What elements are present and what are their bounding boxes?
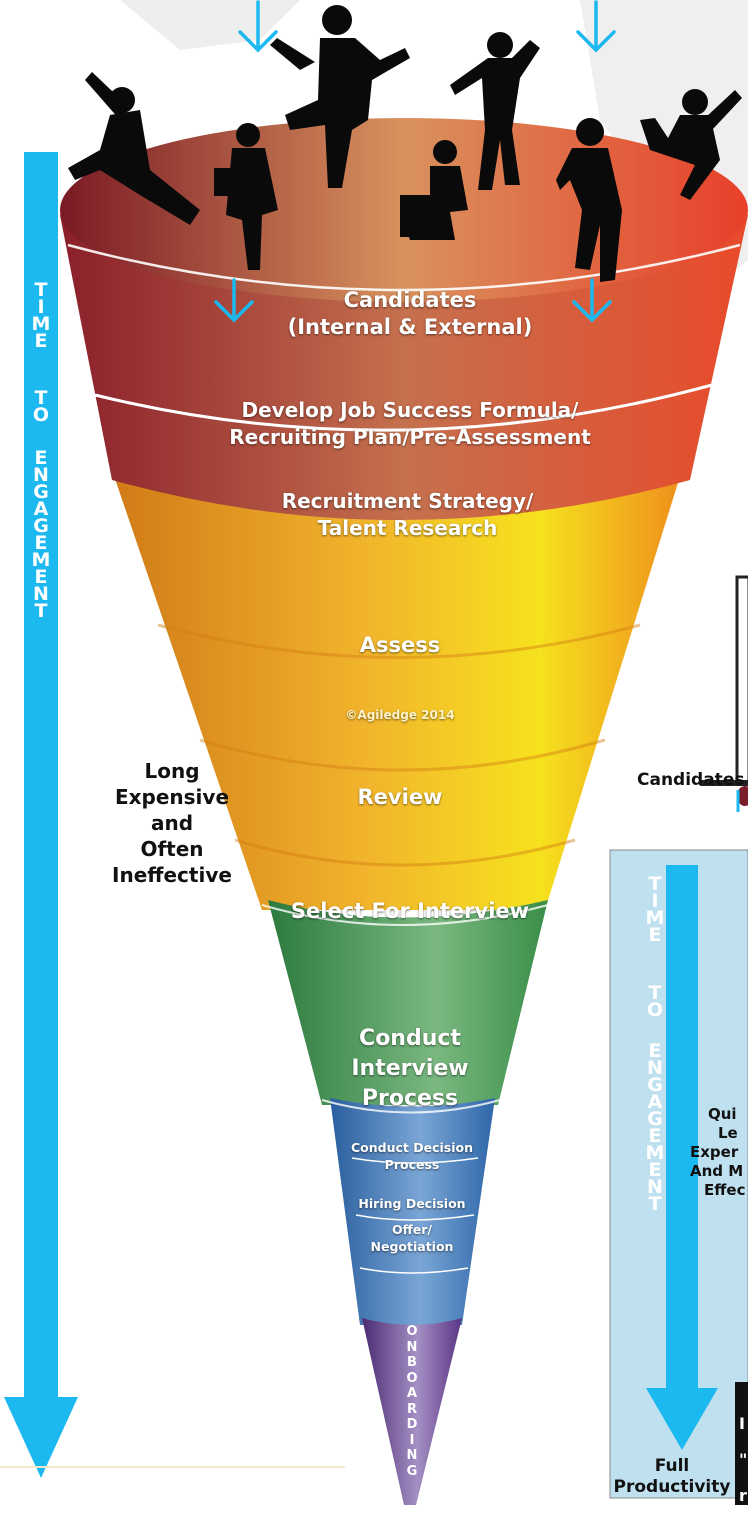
engagement-letter: G	[33, 515, 49, 537]
to-letter: T	[34, 387, 48, 409]
time-letter: M	[645, 907, 665, 929]
engagement-letter: N	[33, 464, 49, 486]
time-letter: T	[648, 873, 662, 895]
candidates-label: Candidates (Internal & External)	[287, 288, 533, 339]
candidate-silhouettes	[68, 5, 742, 282]
time-letter: T	[34, 279, 48, 301]
copyright-label: ©Agiledge 2014	[345, 708, 455, 722]
offer-label: Offer/ Negotiation	[370, 1222, 454, 1254]
engagement-letter: E	[34, 566, 48, 588]
engagement-letter: M	[645, 1142, 665, 1164]
engagement-letter: N	[647, 1057, 663, 1079]
left-time-arrow	[4, 152, 78, 1478]
engagement-letter: M	[31, 549, 51, 571]
engagement-letter: E	[648, 1159, 662, 1181]
right-quick-note: Qui Le Exper And M Effec	[690, 1105, 746, 1199]
engagement-letter: T	[648, 1193, 662, 1215]
engagement-letter: A	[33, 498, 49, 520]
onboarding-letter: G	[406, 1463, 418, 1479]
onboarding-letter: N	[406, 1448, 418, 1463]
side-note: Long Expensive and Often Ineffective	[112, 759, 232, 887]
review-label: Review	[357, 785, 443, 809]
onboarding-letter: O	[406, 1324, 418, 1339]
engagement-letter: G	[647, 1108, 663, 1130]
dark-box-text: I " r	[739, 1414, 748, 1505]
time-letter: I	[651, 890, 659, 912]
hiring-label: Hiring Decision	[358, 1196, 466, 1211]
right-panel-graphics	[609, 575, 748, 1505]
onboarding-letter: A	[406, 1386, 418, 1401]
assess-label: Assess	[359, 633, 441, 657]
onboarding-letter: B	[407, 1355, 417, 1370]
engagement-letter: N	[647, 1176, 663, 1198]
time-letter: I	[37, 296, 45, 318]
develop-label: Develop Job Success Formula/ Recruiting …	[229, 398, 591, 449]
decision-label: Conduct Decision Process	[350, 1140, 473, 1172]
to-letter: T	[648, 982, 662, 1004]
funnel	[60, 118, 748, 1505]
engagement-letter: E	[34, 532, 48, 554]
engagement-letter: G	[33, 481, 49, 503]
engagement-letter: G	[647, 1074, 663, 1096]
onboarding-letter: I	[409, 1432, 415, 1448]
full-productivity-label: Full Productivity	[613, 1456, 731, 1497]
engagement-letter: E	[648, 1040, 662, 1062]
onboarding-letter: O	[406, 1370, 418, 1386]
onboarding-letter: D	[406, 1417, 418, 1432]
engagement-letter: T	[34, 600, 48, 622]
time-letter: M	[31, 313, 51, 335]
engagement-letter: E	[34, 447, 48, 469]
right-candidates-label: Candidates	[637, 770, 745, 790]
engagement-letter: N	[33, 583, 49, 605]
conduct-interview-label: Conduct Interview Process	[351, 1026, 469, 1111]
time-letter: E	[648, 924, 662, 946]
to-letter: O	[32, 404, 50, 426]
time-letter: E	[34, 330, 48, 352]
engagement-letter: E	[648, 1125, 662, 1147]
to-letter: O	[646, 999, 664, 1021]
top-arrows	[214, 0, 616, 323]
onboarding-letter: R	[406, 1401, 417, 1417]
engagement-letter: A	[647, 1091, 663, 1113]
onboarding-letter: N	[406, 1339, 418, 1355]
select-label: Select For Interview	[290, 899, 530, 923]
strategy-label: Recruitment Strategy/ Talent Research	[281, 489, 534, 540]
